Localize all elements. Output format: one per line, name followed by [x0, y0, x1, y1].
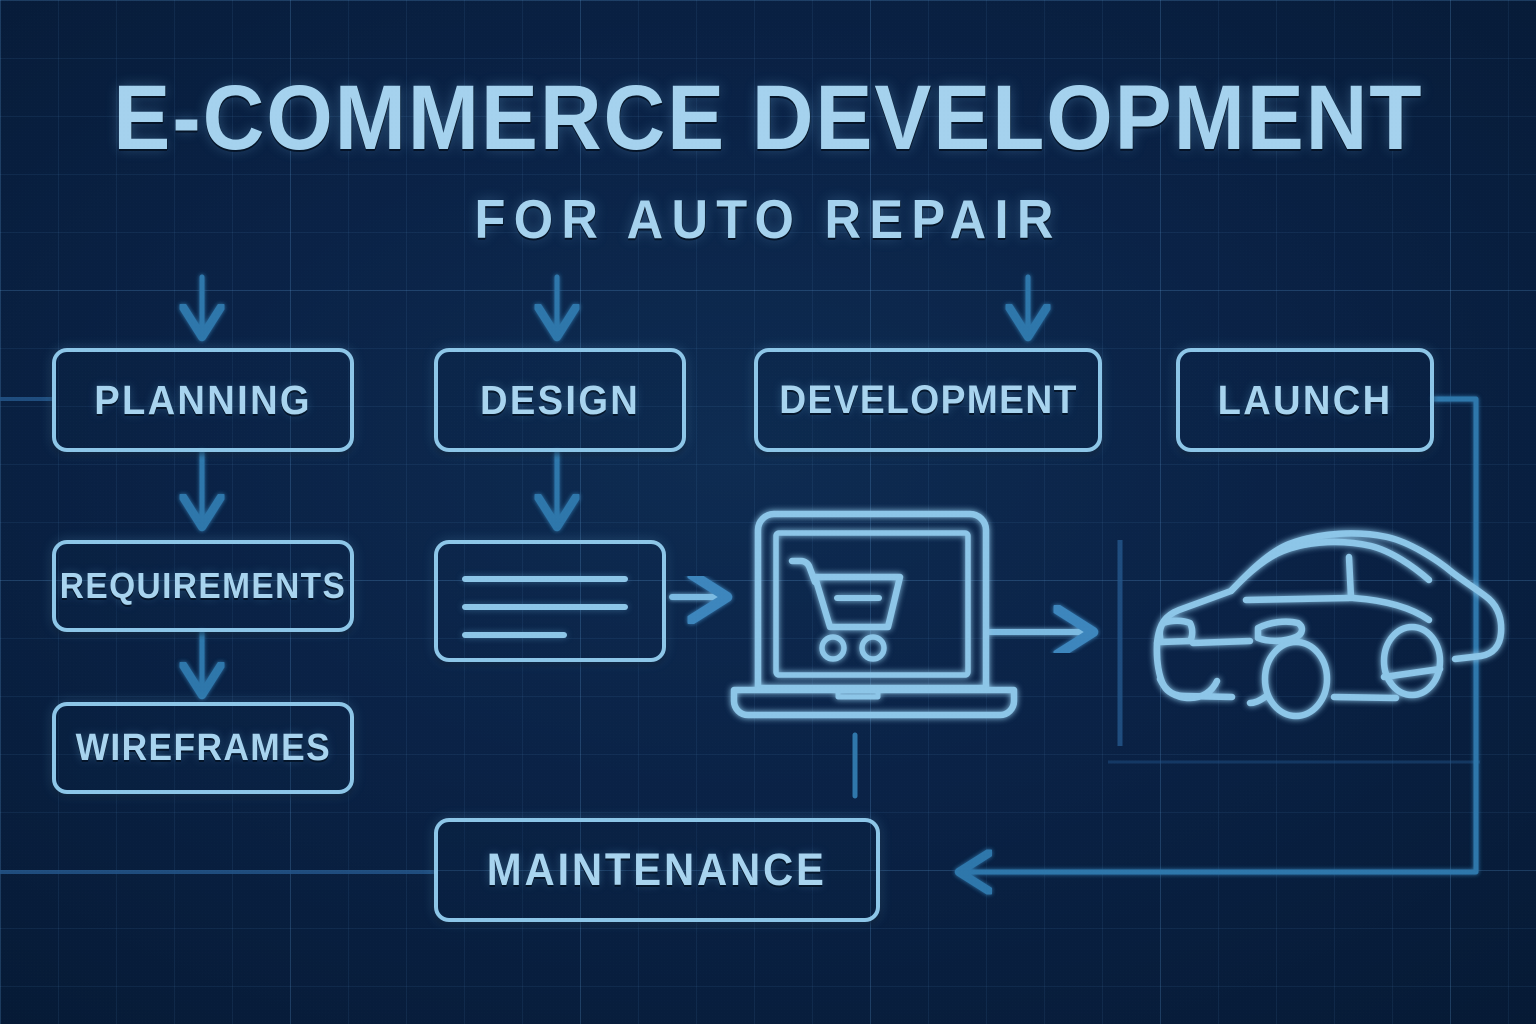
faint-routing-lines [0, 397, 1480, 874]
car-headlight [1156, 617, 1196, 646]
cart-handle [788, 557, 819, 586]
left-column-arrows [202, 449, 557, 694]
car-a-pillar-base [1242, 594, 1353, 604]
middle-row-arrows [669, 597, 1092, 632]
laptop-screen [773, 530, 971, 678]
car-wheel-front [1261, 638, 1331, 720]
car-rear-window-base [1349, 594, 1433, 624]
laptop-base [730, 686, 1018, 719]
substep-label-requirements: REQUIREMENTS [59, 565, 347, 606]
car-mirror [1254, 618, 1306, 645]
loop-label-maintenance: MAINTENANCE [487, 844, 827, 895]
car-bumper-lip [1156, 675, 1221, 702]
stage-label-launch: LAUNCH [1217, 376, 1393, 423]
substep-box-requirements[interactable]: REQUIREMENTS [52, 540, 354, 632]
stage-box-launch[interactable]: LAUNCH [1176, 348, 1434, 452]
substep-box-wireframes[interactable]: WIREFRAMES [52, 702, 354, 794]
car-arch-front [1246, 693, 1269, 707]
launch-to-maintenance-loop [960, 396, 1479, 872]
stage-label-design: DESIGN [479, 376, 641, 423]
car-rear-trim [1380, 665, 1444, 681]
cart-wheel-left [819, 634, 847, 662]
car-b-pillar [1345, 553, 1355, 602]
car-side-crease [1189, 637, 1254, 647]
car-side-view-icon [1153, 530, 1505, 720]
car-body-rocker [1330, 693, 1400, 702]
substep-label-wireframes: WIREFRAMES [75, 726, 331, 769]
stage-label-development: DEVELOPMENT [778, 377, 1078, 422]
doc-line-3 [462, 632, 567, 638]
car-roofline [1227, 538, 1433, 595]
laptop-notch [835, 687, 881, 700]
loop-box-maintenance[interactable]: MAINTENANCE [434, 818, 880, 922]
stage-box-design[interactable]: DESIGN [434, 348, 686, 452]
car-wheel-rear [1380, 623, 1444, 699]
doc-line-1 [462, 576, 628, 582]
wireframe-document-icon [434, 540, 666, 662]
stage-box-planning[interactable]: PLANNING [52, 348, 354, 452]
stage-label-planning: PLANNING [94, 376, 312, 423]
doc-line-2 [462, 604, 628, 610]
cart-basket [811, 573, 904, 631]
cart-wheel-right [859, 634, 887, 662]
laptop-shopping-cart-icon [730, 510, 1018, 719]
stage-box-development[interactable]: DEVELOPMENT [754, 348, 1102, 452]
top-entry-arrows [202, 274, 1028, 336]
laptop-lid [754, 510, 990, 692]
